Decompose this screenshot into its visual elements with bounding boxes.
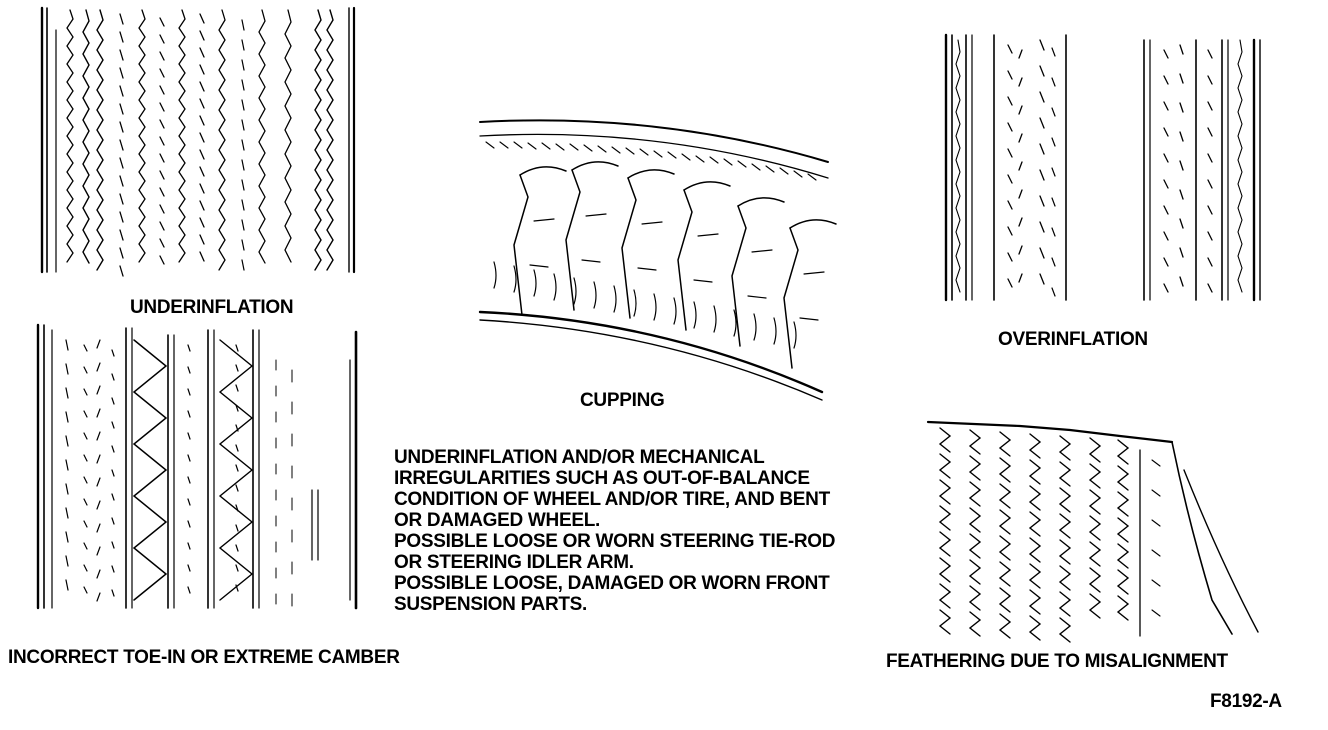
- feathering-tread-drawing: [926, 420, 1259, 643]
- caption-line: IRREGULARITIES SUCH AS OUT-OF-BALANCE: [394, 468, 810, 489]
- figure-code: F8192-A: [1210, 691, 1282, 712]
- caption-line: UNDERINFLATION AND/OR MECHANICAL: [394, 447, 765, 468]
- feathering-label: FEATHERING DUE TO MISALIGNMENT: [886, 651, 1228, 672]
- overinflation-label: OVERINFLATION: [998, 329, 1148, 350]
- cupping-label: CUPPING: [580, 390, 665, 411]
- caption-line: POSSIBLE LOOSE OR WORN STEERING TIE-ROD: [394, 531, 836, 552]
- toe-camber-label: INCORRECT TOE-IN OR EXTREME CAMBER: [8, 647, 400, 668]
- caption-line: OR STEERING IDLER ARM.: [394, 552, 634, 573]
- underinflation-label: UNDERINFLATION: [130, 297, 294, 318]
- caption-line: SUSPENSION PARTS.: [394, 594, 588, 615]
- caption-line: POSSIBLE LOOSE, DAMAGED OR WORN FRONT: [394, 573, 830, 594]
- cupping-causes-caption: UNDERINFLATION AND/OR MECHANICAL IRREGUL…: [394, 447, 914, 615]
- overinflation-tread-drawing: [944, 33, 1261, 302]
- cupping-tread-drawing: [478, 119, 837, 401]
- caption-line: OR DAMAGED WHEEL.: [394, 510, 601, 531]
- toe-camber-tread-drawing: [36, 323, 358, 610]
- caption-line: CONDITION OF WHEEL AND/OR TIRE, AND BENT: [394, 489, 830, 510]
- underinflation-tread-drawing: [40, 6, 356, 277]
